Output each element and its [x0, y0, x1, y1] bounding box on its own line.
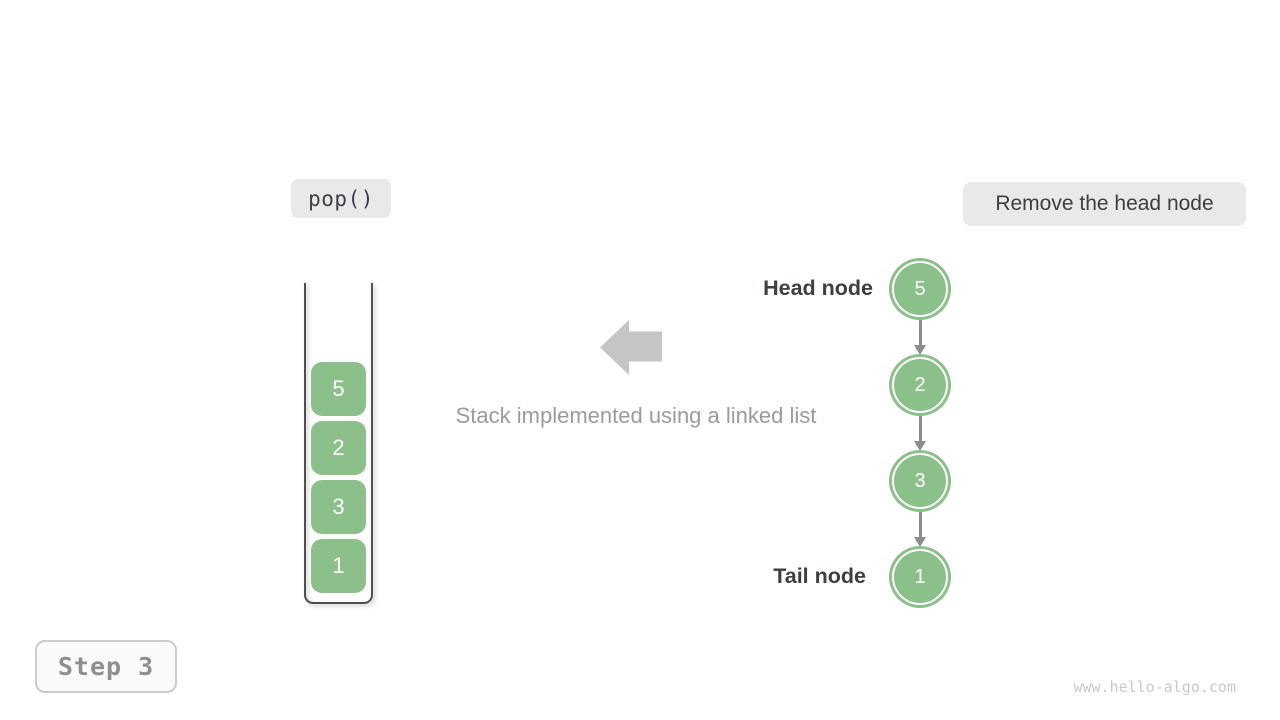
- pop-operation-badge: pop(): [291, 179, 391, 218]
- linked-list-node: 1: [892, 549, 948, 605]
- stack-items: 5 2 3 1: [304, 283, 373, 593]
- connector-arrowhead: [914, 537, 926, 547]
- pop-operation-label: pop(): [308, 186, 374, 211]
- diagram-caption: Stack implemented using a linked list: [455, 403, 817, 428]
- connector-line: [918, 416, 922, 442]
- action-description-badge: Remove the head node: [963, 182, 1246, 226]
- linked-list-node: 2: [892, 357, 948, 413]
- stack-item: 1: [311, 539, 366, 593]
- connector-line: [918, 512, 922, 538]
- stack-container: [304, 283, 373, 604]
- stack-item: 3: [311, 480, 366, 534]
- watermark-text: www.hello-algo.com: [1073, 678, 1236, 696]
- connector-arrowhead: [914, 345, 926, 355]
- connector-line: [918, 320, 922, 346]
- stack-item: 5: [311, 362, 366, 416]
- left-arrow-icon: [600, 320, 662, 375]
- down-arrow-icon: [914, 320, 926, 355]
- step-indicator-badge: Step 3: [35, 640, 177, 693]
- tail-node-label: Tail node: [773, 564, 866, 588]
- connector-arrowhead: [914, 441, 926, 451]
- step-indicator-label: Step 3: [57, 652, 155, 681]
- linked-list-node: 5: [892, 261, 948, 317]
- action-description-label: Remove the head node: [995, 192, 1214, 215]
- down-arrow-icon: [914, 416, 926, 451]
- linked-list-node: 3: [892, 453, 948, 509]
- head-node-label: Head node: [763, 276, 873, 300]
- down-arrow-icon: [914, 512, 926, 547]
- stack-item: 2: [311, 421, 366, 475]
